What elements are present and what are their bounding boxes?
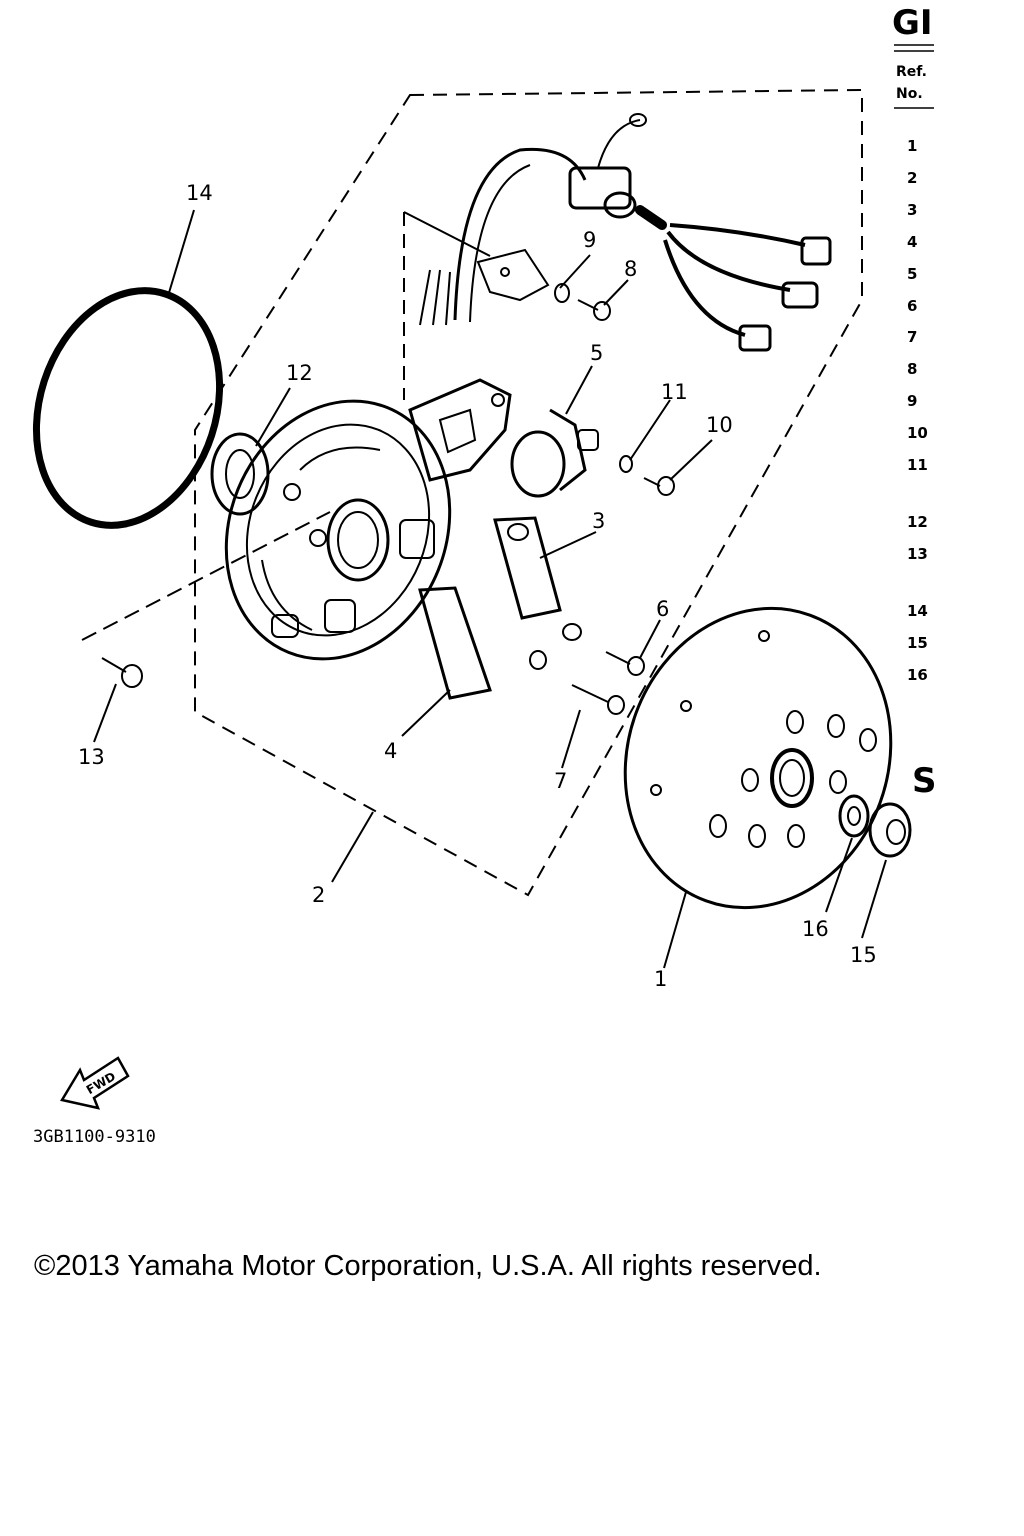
callout-8: 8 [624,257,637,281]
side-row-1: 1 [907,137,917,155]
oil-seal-part [210,432,270,516]
side-section-fragment: S [912,761,937,801]
side-row-7: 7 [907,328,917,346]
nut-15 [868,802,912,858]
callout-5: 5 [590,341,603,365]
side-row-4: 4 [907,233,917,251]
side-row-10: 10 [907,424,928,442]
side-row-12: 12 [907,513,928,531]
side-header-no: No. [896,86,923,102]
side-row-16: 16 [907,666,928,684]
leader-lines [81,209,887,969]
callout-6: 6 [656,597,669,621]
callout-15: 15 [850,943,877,967]
part-code: 3GB1100-9310 [33,1127,156,1147]
side-row-2: 2 [907,169,917,187]
screw-7 [571,684,625,715]
side-row-11: 11 [907,456,928,474]
assembly-boundary [194,88,863,897]
clamp-bracket [476,248,550,302]
callout-7: 7 [554,769,567,793]
callout-14: 14 [186,181,213,205]
callout-3: 3 [592,509,605,533]
stator-base-plate [224,399,452,661]
lighting-coil-part [418,586,547,700]
callout-11: 11 [661,380,688,404]
callout-13: 13 [78,745,105,769]
copyright-notice: ©2013 Yamaha Motor Corporation, U.S.A. A… [34,1250,822,1282]
pickup-coil-part [510,408,599,498]
o-ring-part [32,287,224,529]
charge-coil-part [493,516,582,641]
callout-1: 1 [654,967,667,991]
fwd-arrow-icon: FWD [60,1056,130,1110]
side-table-title: GI [892,3,933,43]
side-header-ref: Ref. [896,64,927,80]
screw-6 [605,651,645,676]
side-row-8: 8 [907,360,917,378]
rotor-flywheel-part [623,606,893,910]
side-row-5: 5 [907,265,917,283]
washer-11 [619,455,633,473]
callout-2: 2 [312,883,325,907]
side-row-6: 6 [907,297,917,315]
pickup-housing [408,378,512,482]
callout-9: 9 [583,228,596,252]
side-parts-table: GI Ref. No. 1 2 3 4 5 6 7 8 9 10 11 12 1… [892,3,937,801]
wiring-harness [419,113,832,352]
side-row-3: 3 [907,201,917,219]
callout-10: 10 [706,413,733,437]
screw-13 [101,657,143,688]
side-row-9: 9 [907,392,917,410]
callout-16: 16 [802,917,829,941]
screw-10 [643,476,675,496]
washer-9 [554,283,570,303]
screw-8 [577,299,611,321]
side-row-13: 13 [907,545,928,563]
callout-4: 4 [384,739,397,763]
side-row-15: 15 [907,634,928,652]
side-row-14: 14 [907,602,928,620]
washer-16 [838,794,870,838]
callout-12: 12 [286,361,313,385]
